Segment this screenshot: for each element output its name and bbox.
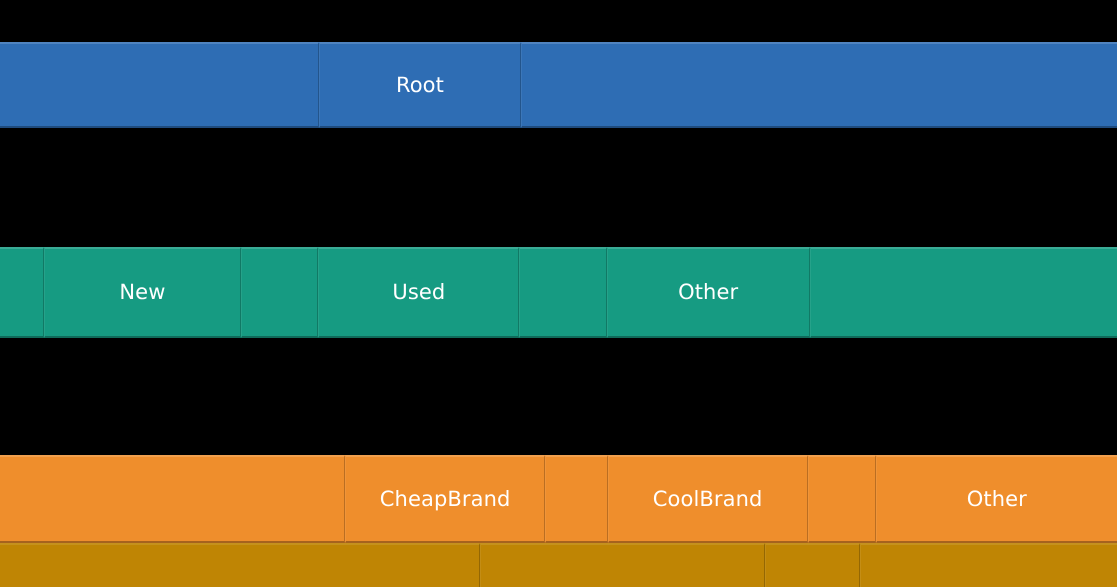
icicle-node-coolbrand[interactable]: CoolBrand: [607, 455, 808, 543]
icicle-node-unlabeled[interactable]: [0, 543, 481, 587]
icicle-node-unlabeled[interactable]: [520, 42, 1117, 128]
icicle-node-unlabeled[interactable]: [807, 455, 876, 543]
category-level: New Used Other: [0, 247, 1117, 338]
icicle-node-unlabeled[interactable]: [480, 543, 766, 587]
icicle-node-other[interactable]: Other: [606, 247, 810, 338]
root-level: Root: [0, 42, 1117, 128]
icicle-node-unlabeled[interactable]: [545, 455, 608, 543]
node-label: Root: [395, 72, 444, 97]
icicle-node-unlabeled[interactable]: [519, 247, 607, 338]
node-label: CheapBrand: [379, 486, 511, 511]
icicle-node-used[interactable]: Used: [318, 247, 520, 338]
icicle-node-new[interactable]: New: [43, 247, 242, 338]
icicle-node-unlabeled[interactable]: [765, 543, 861, 587]
node-label: Other: [678, 280, 739, 304]
node-label: Other: [966, 486, 1027, 511]
icicle-node-other[interactable]: Other: [875, 455, 1117, 543]
icicle-node-unlabeled[interactable]: [0, 42, 320, 128]
icicle-node-unlabeled[interactable]: [809, 247, 1117, 338]
node-label: New: [119, 280, 166, 304]
icicle-node-cheapbrand[interactable]: CheapBrand: [345, 455, 546, 543]
icicle-node-unlabeled[interactable]: [241, 247, 319, 338]
brand-level: CheapBrand CoolBrand Other: [0, 455, 1117, 543]
node-label: CoolBrand: [652, 486, 763, 511]
leaf-level: [0, 543, 1117, 587]
icicle-node-unlabeled[interactable]: [0, 455, 346, 543]
icicle-node-unlabeled[interactable]: [0, 247, 44, 338]
icicle-node-unlabeled[interactable]: [860, 543, 1117, 587]
node-label: Used: [392, 280, 446, 304]
icicle-node-root[interactable]: Root: [319, 42, 521, 128]
